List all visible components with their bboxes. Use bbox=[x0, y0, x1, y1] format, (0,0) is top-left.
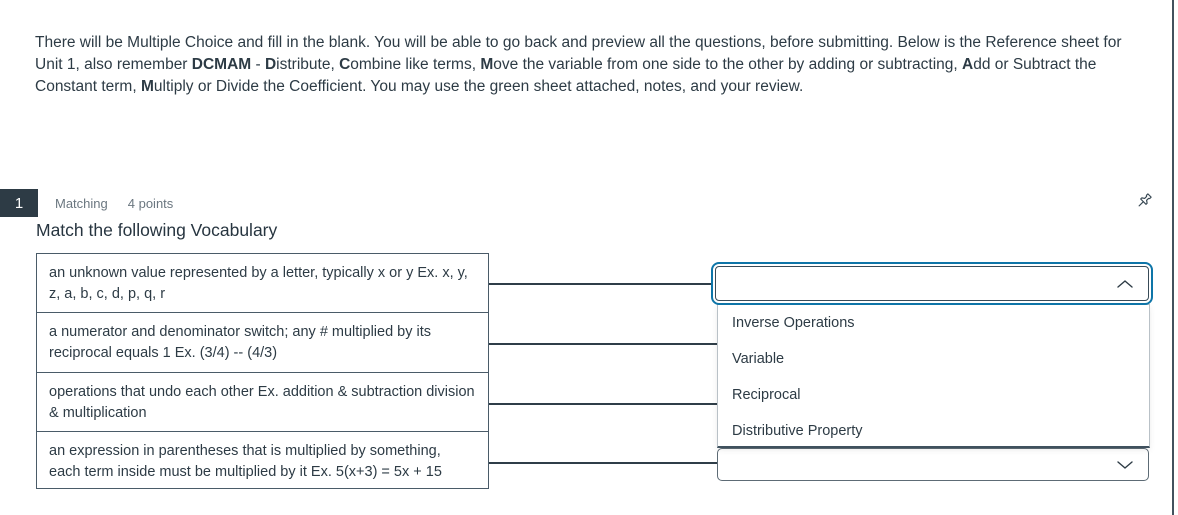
dropdown-option[interactable]: Inverse Operations bbox=[732, 315, 855, 331]
connector-line bbox=[489, 403, 718, 405]
pin-icon[interactable] bbox=[1133, 190, 1155, 212]
dropdown-option[interactable]: Reciprocal bbox=[732, 387, 801, 403]
dropdown-option[interactable]: Variable bbox=[732, 351, 785, 367]
answer-dropdown-open[interactable] bbox=[711, 262, 1153, 305]
matching-prompts: an unknown value represented by a letter… bbox=[36, 253, 489, 489]
question-points-label: 4 points bbox=[127, 196, 174, 211]
question-title: Match the following Vocabulary bbox=[36, 220, 278, 240]
chevron-down-icon bbox=[1116, 459, 1134, 471]
dropdown-option[interactable]: Distributive Property bbox=[732, 423, 863, 439]
connector-line bbox=[489, 283, 713, 285]
chevron-up-icon bbox=[1116, 278, 1134, 290]
connector-line bbox=[489, 462, 718, 464]
matching-prompt: a numerator and denominator switch; any … bbox=[36, 312, 489, 373]
panel-right-border bbox=[1172, 0, 1174, 515]
question-meta: Matching 4 points bbox=[55, 196, 173, 211]
dropdown-options-menu: Inverse Operations Variable Reciprocal D… bbox=[717, 304, 1150, 448]
quiz-instructions: There will be Multiple Choice and fill i… bbox=[35, 34, 1122, 95]
answer-dropdown-open-field[interactable] bbox=[715, 266, 1149, 301]
answer-dropdown-collapsed[interactable] bbox=[717, 448, 1149, 481]
question-number-badge: 1 bbox=[0, 189, 38, 217]
matching-prompt: operations that undo each other Ex. addi… bbox=[36, 372, 489, 432]
question-type-label: Matching bbox=[55, 196, 108, 211]
matching-prompt: an expression in parentheses that is mul… bbox=[36, 431, 489, 489]
matching-prompt: an unknown value represented by a letter… bbox=[36, 253, 489, 313]
connector-line bbox=[489, 343, 718, 345]
